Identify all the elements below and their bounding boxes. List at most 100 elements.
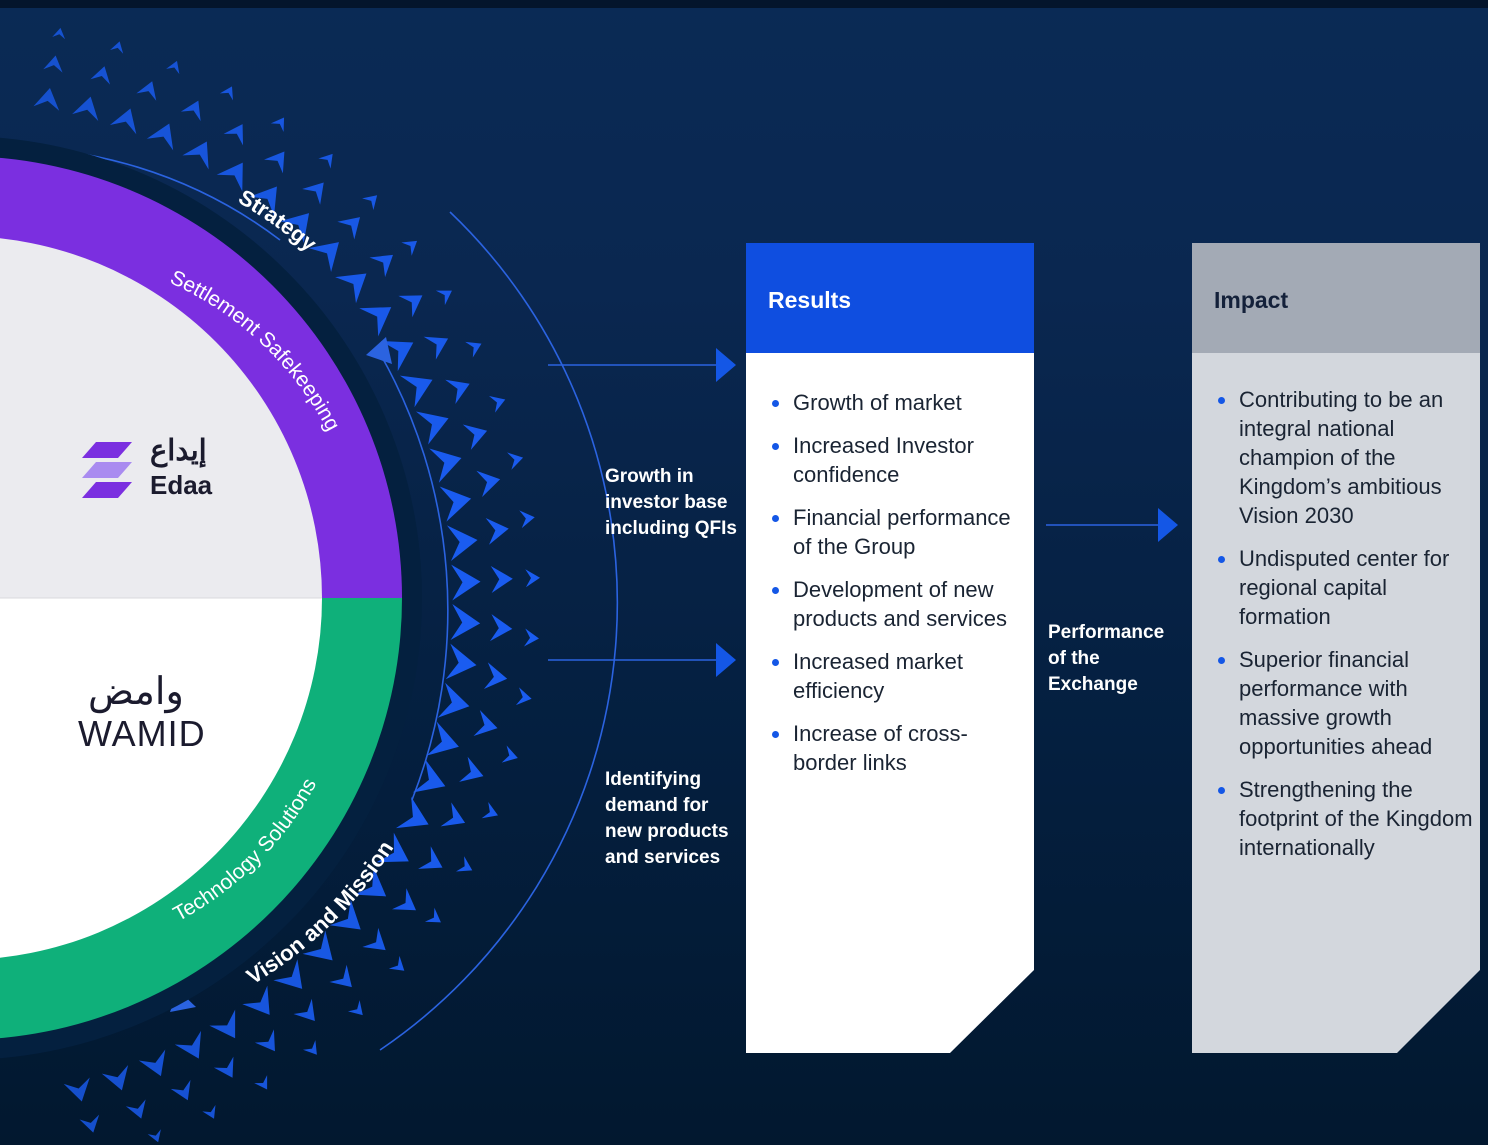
chevron-icon (426, 721, 459, 756)
chevron-icon (359, 307, 392, 337)
flow-arrows (548, 348, 1178, 677)
chevron-icon (401, 240, 418, 256)
chevron-icon (33, 87, 60, 111)
results-list-item: Financial performance of the Group (769, 503, 1021, 561)
chevron-icon (440, 802, 466, 827)
chevron-icon (202, 1105, 216, 1119)
chevron-icon (369, 254, 393, 278)
impact-list-item: Undisputed center for regional capital f… (1215, 544, 1477, 631)
chevron-icon (223, 124, 244, 146)
chevron-icon (302, 182, 324, 205)
center-bottom (0, 598, 322, 958)
chevron-icon (166, 60, 180, 75)
chevron-icon (451, 564, 481, 601)
chevron-icon (476, 470, 501, 497)
chevron-icon (415, 411, 449, 445)
chevron-icon (490, 565, 513, 593)
chevron-icon (63, 1077, 90, 1102)
chevron-icon (362, 927, 386, 951)
chevron-icon (412, 759, 446, 793)
wamid-latin-text: WAMID (78, 713, 206, 754)
chevron-icon (270, 117, 285, 132)
chevron-icon (501, 745, 518, 763)
chevron-icon (209, 1009, 236, 1039)
chevron-icon (174, 1030, 202, 1059)
chevron-icon (456, 856, 473, 872)
chevron-icon (242, 985, 270, 1015)
chevron-icon (254, 1075, 268, 1090)
flow-label-performance: Performance of the Exchange (1048, 622, 1165, 695)
chevron-icon (354, 866, 387, 897)
chevron-icon (125, 1099, 146, 1119)
chevron-icon (101, 1064, 129, 1091)
chevron-icon (519, 510, 535, 529)
chevron-icon (264, 151, 285, 174)
chevron-icon (483, 662, 508, 689)
chevron-icon (347, 1000, 363, 1016)
arrow-right-icon (716, 348, 736, 382)
chevron-icon (465, 341, 482, 358)
chevron-icon (481, 801, 498, 819)
chevron-icon (170, 1079, 191, 1101)
wamid-arabic-text: وامض (88, 671, 184, 713)
chevron-icon (424, 907, 441, 923)
impact-list-item: Superior financial performance with mass… (1215, 645, 1477, 761)
results-card-header-bg (746, 243, 1034, 353)
chevron-icon (525, 569, 540, 588)
chevron-icon (445, 379, 470, 405)
chevron-icon (302, 1040, 317, 1055)
chevron-icon (216, 162, 243, 192)
chevron-icon (376, 832, 409, 863)
impact-card: Impact Contributing to be an integral na… (1192, 243, 1480, 1053)
chevron-icon (43, 55, 63, 73)
chevron-icon (254, 1029, 275, 1052)
outer-arc-right (379, 211, 619, 1051)
inner-arc-right (377, 349, 449, 801)
chevron-icon (182, 141, 209, 170)
chevron-icon (110, 41, 124, 54)
chevron-icon (52, 27, 66, 40)
chevron-icon (138, 1049, 166, 1077)
chevron-icon (146, 123, 174, 151)
chevron-icon (395, 796, 429, 829)
chevron-icon (437, 682, 470, 718)
flow-label-demand: Identifying demand for new products and … (605, 769, 729, 868)
chevron-icon (450, 604, 481, 640)
chevron-icon (445, 643, 477, 680)
impact-card-header-bg (1192, 243, 1480, 353)
results-list-item: Increased Investor confidence (769, 431, 1021, 489)
chevron-icon (435, 290, 452, 306)
chevron-icon (72, 96, 99, 121)
chevron-icon (329, 964, 352, 988)
chevron-icon (213, 1056, 234, 1078)
chevron-icon (439, 486, 472, 522)
chevron-icon (318, 153, 333, 169)
chevron-icon (398, 295, 423, 318)
chevron-icon (329, 899, 361, 930)
chevron-icon (399, 375, 433, 408)
chevron-icon (302, 930, 333, 961)
chevron-icon (79, 1114, 100, 1133)
chevron-icon (515, 687, 532, 706)
impact-list: Contributing to be an integral national … (1215, 385, 1477, 876)
chevron-icon (446, 525, 478, 562)
chevron-icon (279, 213, 310, 243)
results-list-item: Development of new products and services (769, 575, 1021, 633)
chevron-icon (380, 341, 414, 372)
chevron-icon (136, 81, 157, 101)
results-list-item: Increase of cross-border links (769, 719, 1021, 777)
chevron-icon (90, 66, 111, 85)
edaa-arabic-text: إيداع (150, 435, 207, 467)
chevron-icon (362, 195, 378, 211)
arrow-right-icon (1158, 508, 1178, 542)
flow-label-investor-growth: Growth in investor base including QFIs (605, 466, 737, 539)
chevron-icon (507, 452, 524, 470)
chevron-icon (429, 448, 462, 483)
chevron-icon (337, 217, 361, 240)
impact-list-item: Strengthening the footprint of the Kingd… (1215, 775, 1477, 862)
chevron-icon (219, 86, 233, 101)
results-card-bg (746, 243, 1034, 1053)
